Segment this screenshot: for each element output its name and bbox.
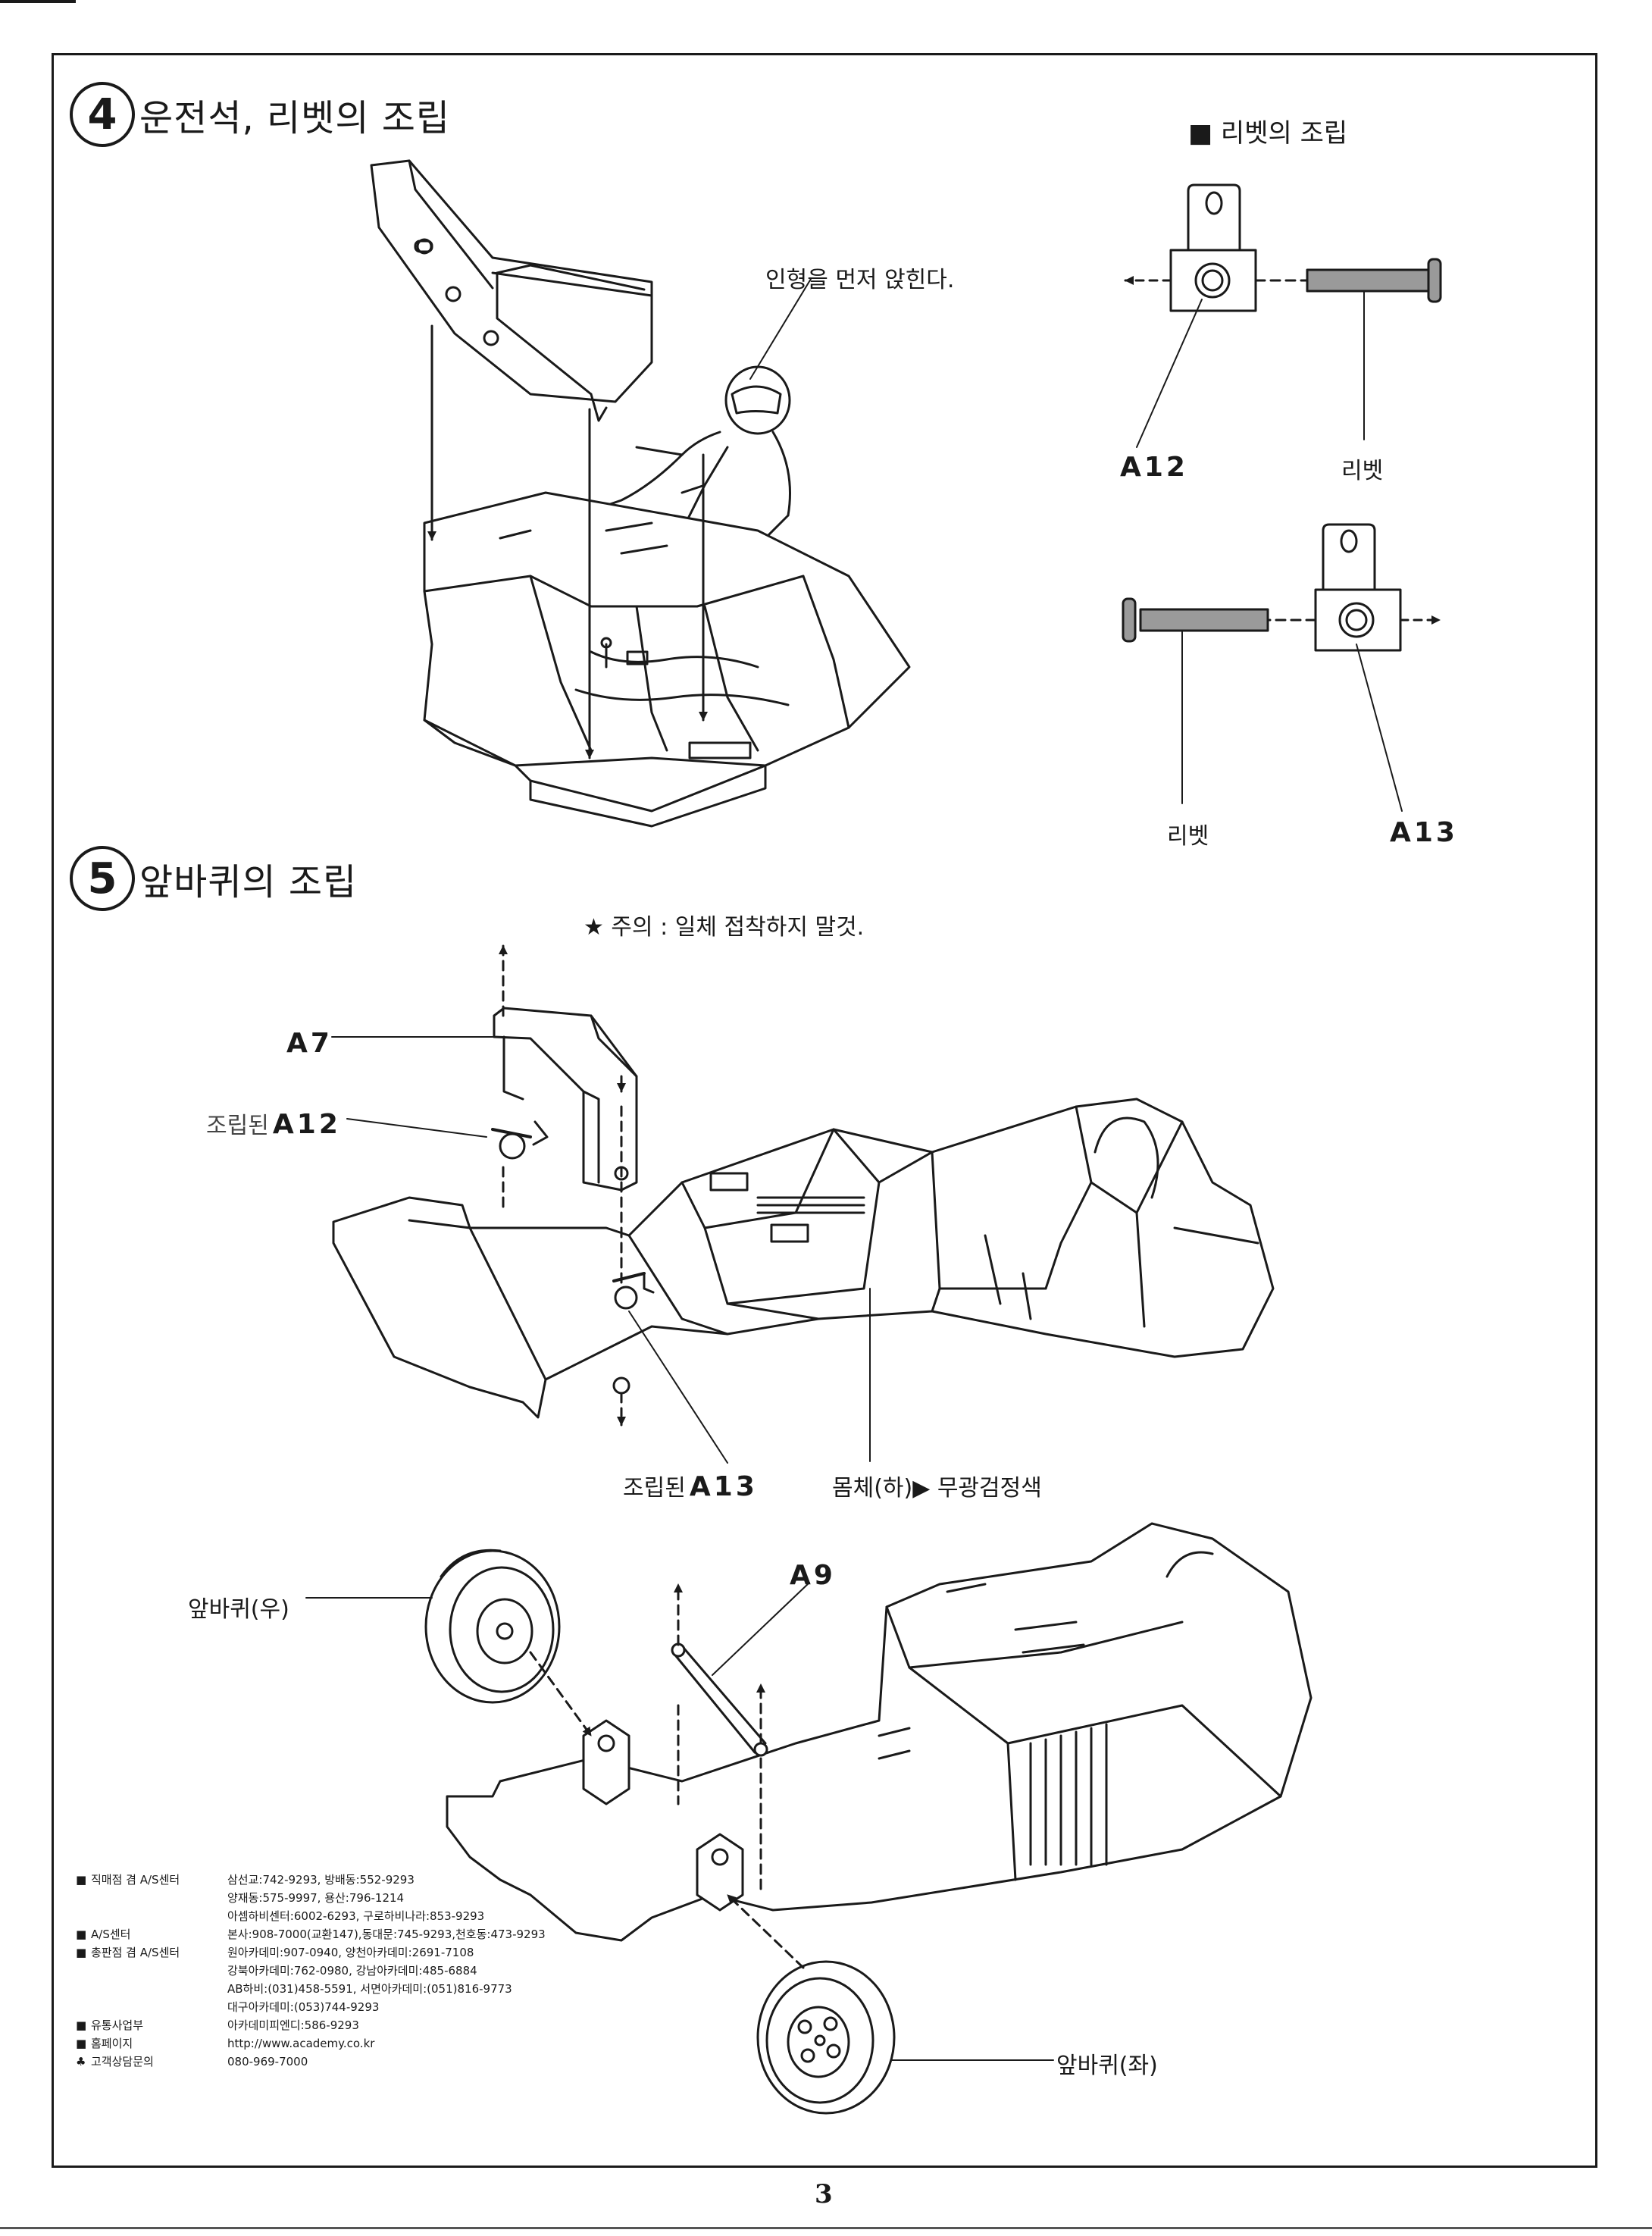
front-wheel-left-drawing xyxy=(756,1960,896,2115)
label-front-wheel-right: 앞바퀴(우) xyxy=(188,1596,289,1623)
step-5-heading: 5 앞바퀴의 조립 xyxy=(70,846,357,911)
rivet-assembly-box-title: ■ 리벳의 조립 xyxy=(1188,118,1348,149)
part-label-a13: A13 xyxy=(1390,817,1458,848)
chassis-with-wheels-drawing xyxy=(446,1522,1313,1942)
label-front-wheel-left: 앞바퀴(좌) xyxy=(1056,2053,1158,2079)
steering-knuckle-lower-drawing xyxy=(696,1833,744,1912)
part-label-rivet-lower: 리벳 xyxy=(1167,823,1209,850)
contact-row: AB하비:(031)458-5591, 서면아카데미:(051)816-9773 xyxy=(227,1982,512,1996)
contact-row: 대구아카데미:(053)744-9293 xyxy=(227,2000,380,2014)
seat-part-drawing xyxy=(370,159,653,422)
assembled-a12-text: 조립된 xyxy=(206,1113,269,1139)
label-assembled-a13: 조립된 A13 xyxy=(623,1469,758,1502)
steering-knuckle-upper-drawing xyxy=(582,1719,630,1805)
contact-row: 강북아카데미:762-0980, 강남아카데미:485-6884 xyxy=(227,1964,477,1978)
step-4-title: 운전석, 리벳의 조립 xyxy=(139,97,451,139)
label-lower-body-color: 몸체(하)▶ 무광검정색 xyxy=(832,1475,1042,1502)
step-4-number-circle: 4 xyxy=(70,82,135,147)
bottom-edge-line xyxy=(0,2227,1652,2229)
assembled-a13-drawing xyxy=(612,1272,655,1395)
chassis-front-assembly-drawing xyxy=(332,1098,1275,1419)
rivet-a12-diagram xyxy=(1124,183,1442,448)
homepage-link: http://www.academy.co.kr xyxy=(227,2037,375,2050)
page-frame xyxy=(52,53,1597,2168)
part-label-a7: A7 xyxy=(286,1028,333,1059)
cockpit-tub-drawing xyxy=(423,491,911,828)
caution-note: ★ 주의 : 일체 접착하지 말것. xyxy=(584,914,865,941)
part-label-a12: A12 xyxy=(1120,452,1188,483)
contact-row: 아셈하비센터:6002-6293, 구로하비나라:853-9293 xyxy=(227,1909,485,1923)
rivet-a13-diagram xyxy=(1122,523,1441,812)
part-a7-drawing xyxy=(493,1007,638,1192)
note-seat-figure-first: 인형을 먼저 앉힌다. xyxy=(765,267,955,293)
contact-row: 양재동:575-9997, 용산:796-1214 xyxy=(227,1891,405,1905)
driver-figure-drawing xyxy=(544,365,791,578)
part-a9-drawing xyxy=(671,1643,768,1757)
assembled-a13-text: 조립된 xyxy=(623,1475,686,1502)
assembled-a13-code: A13 xyxy=(689,1471,758,1502)
top-edge-line xyxy=(0,0,76,3)
part-label-a9: A9 xyxy=(790,1560,836,1591)
step-5-number-circle: 5 xyxy=(70,846,135,911)
page-number: 3 xyxy=(815,2179,833,2209)
step-4-heading: 4 운전석, 리벳의 조립 xyxy=(70,82,450,147)
assembled-a12-drawing xyxy=(491,1120,549,1160)
step-5-title: 앞바퀴의 조립 xyxy=(139,861,358,903)
part-label-rivet-upper: 리벳 xyxy=(1341,458,1384,484)
front-wheel-right-drawing xyxy=(424,1549,561,1704)
label-assembled-a12: 조립된 A12 xyxy=(206,1107,341,1140)
assembled-a12-code: A12 xyxy=(272,1109,341,1140)
